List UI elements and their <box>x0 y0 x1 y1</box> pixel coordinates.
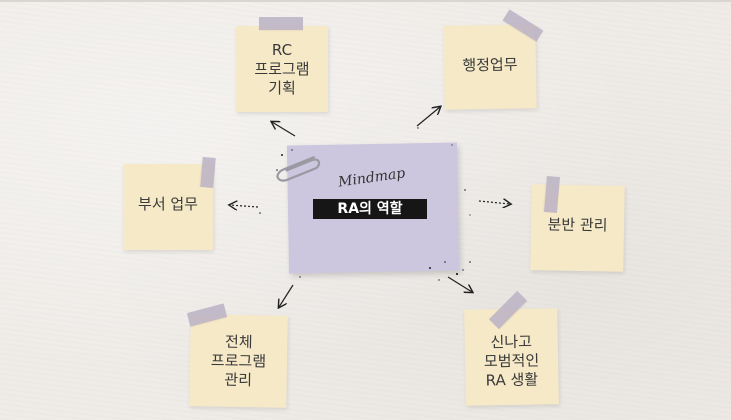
note-ra-life: 신나고 모범적인 RA 생활 <box>464 308 559 406</box>
arrow-to-full-program <box>279 284 294 307</box>
tape-department <box>200 156 216 189</box>
note-floor-text: 분반 관리 <box>547 214 608 235</box>
note-admin: 행정업무 <box>443 24 537 110</box>
note-rc-program: RC 프로그램 기획 <box>236 26 328 112</box>
center-title: RA의 역할 <box>313 199 427 219</box>
note-admin-text: 행정업무 <box>462 55 518 74</box>
note-full-program: 전체 프로그램 관리 <box>189 314 288 408</box>
arrow-to-admin <box>416 107 440 127</box>
note-ra-life-text: 신나고 모범적인 RA 생활 <box>483 332 540 389</box>
arrow-to-floor <box>478 201 510 204</box>
note-department-text: 부서 업무 <box>138 194 198 213</box>
note-full-program-text: 전체 프로그램 관리 <box>210 332 267 389</box>
note-department: 부서 업무 <box>123 164 213 250</box>
note-rc-program-text: RC 프로그램 기획 <box>254 40 310 97</box>
tape-rc-program <box>259 17 303 30</box>
arrow-to-department <box>230 205 259 207</box>
arrow-to-ra-life <box>447 276 472 292</box>
arrow-to-rc-program <box>272 122 296 137</box>
top-border <box>0 0 731 2</box>
paperclip-icon <box>276 155 321 182</box>
